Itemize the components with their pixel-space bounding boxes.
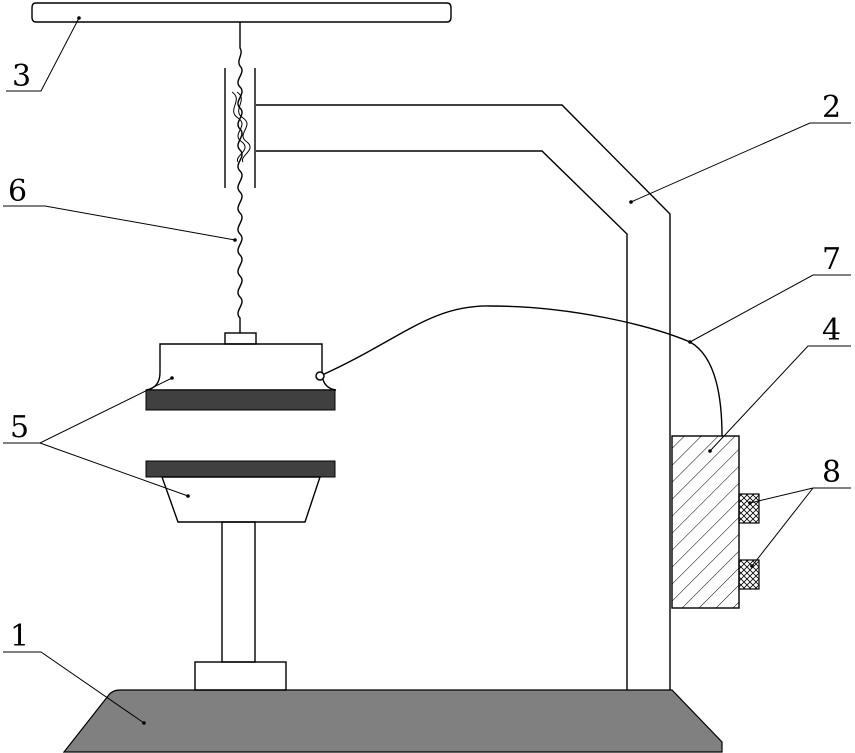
label-6: 6 [8,174,27,209]
handle-bar [31,2,452,23]
label-3: 3 [12,59,31,94]
label-4: 4 [822,313,841,348]
wire-terminal [315,371,325,381]
leader-line-1 [3,651,145,724]
label-1: 1 [10,619,29,654]
upper-jaw-stem [224,332,257,345]
hatched-box [671,435,740,609]
upper-jaw-block [145,343,337,391]
leader-line-8a [749,487,851,504]
screw-nut-thread [231,91,246,163]
label-8: 8 [822,455,841,490]
leader-line-6 [3,205,236,241]
column-foot [194,661,287,691]
lower-clamp-plate [145,460,336,478]
label-2: 2 [822,90,841,125]
leader-line-3 [6,17,80,92]
knob-top [738,493,760,524]
support-arm [256,104,671,690]
knob-bottom [738,559,760,590]
leader-line-2 [630,122,851,203]
lower-jaw-column [221,521,256,663]
leader-line-7 [689,274,851,343]
connecting-wire [319,305,723,437]
threaded-screw [237,22,243,333]
base-plate [62,689,723,753]
leader-line-5b [39,442,189,497]
leader-line-4 [709,345,851,452]
leader-line-8b [751,487,814,567]
screw-nut-thread-inner [236,91,251,163]
label-7: 7 [822,242,841,277]
upper-clamp-plate [145,389,336,411]
lower-jaw-block [161,476,321,523]
leader-dots [77,16,754,725]
label-5: 5 [10,410,29,445]
